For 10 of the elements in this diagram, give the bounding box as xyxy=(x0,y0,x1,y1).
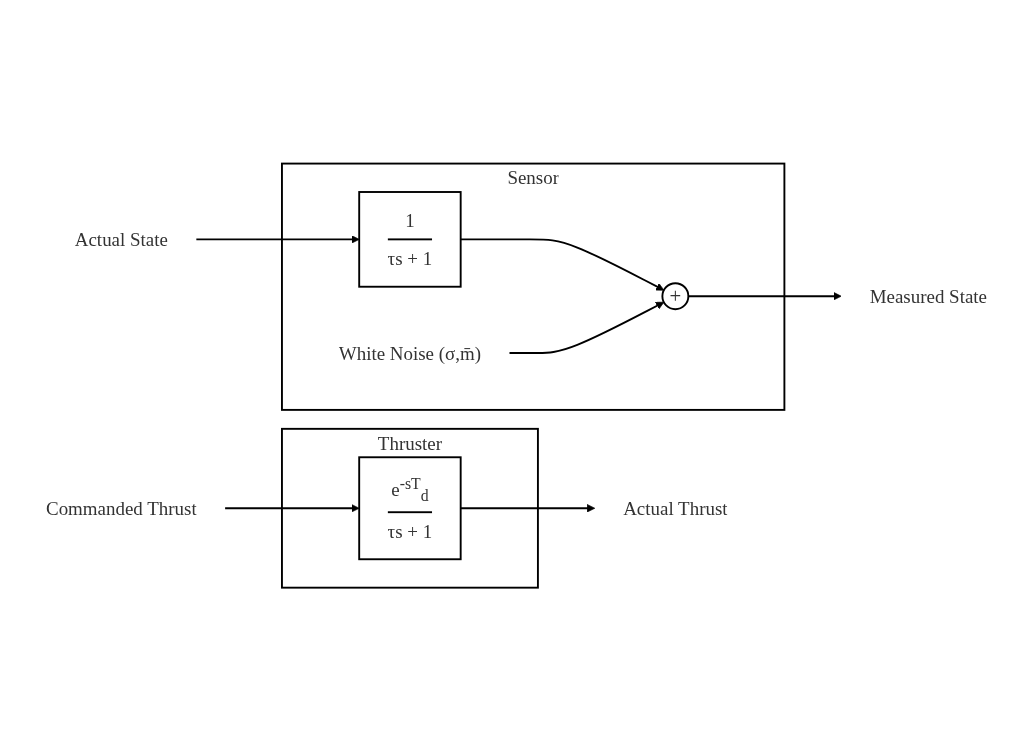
arrow xyxy=(224,503,360,513)
arrow xyxy=(195,235,360,244)
arrow xyxy=(508,301,665,354)
node-circle: + xyxy=(661,282,690,310)
node-text: White Noise (σ,m̄) xyxy=(338,342,482,364)
node-text: Measured State xyxy=(869,285,987,307)
node-text: Actual State xyxy=(74,228,168,250)
node-box: 1 τs + 1 xyxy=(358,190,462,288)
node-text: Commanded Thrust xyxy=(46,497,197,519)
node-text: Actual Thrust xyxy=(623,497,728,519)
